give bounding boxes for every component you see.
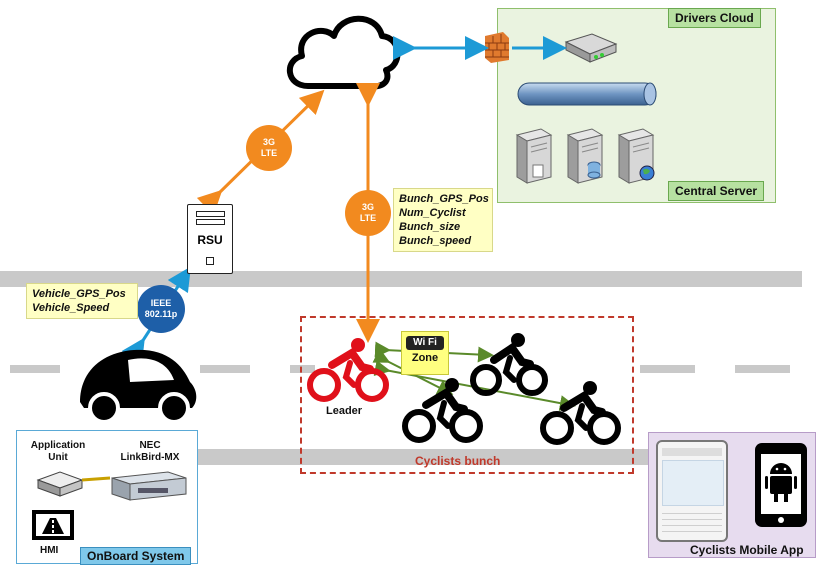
rsu-label: RSU <box>197 233 223 247</box>
cyclist-icon-1 <box>470 333 548 396</box>
car-icon <box>80 349 197 424</box>
nec-label: NEC LinkBird-MX <box>112 440 188 464</box>
lte-badge-top-line1: 3G <box>262 137 275 147</box>
cyclists-bunch-label: Cyclists bunch <box>415 454 501 468</box>
server-icon-2 <box>566 128 604 184</box>
central-server-label: Central Server <box>668 181 765 201</box>
onboard-system-footer: OnBoard System <box>80 547 192 565</box>
ieee-badge-line2: 802.11p <box>144 309 178 319</box>
onboard-system-panel <box>16 430 198 564</box>
cyclist-icon-2 <box>402 378 483 443</box>
cyclists-bunch-box <box>300 316 634 474</box>
internet-cloud-icon <box>286 15 401 90</box>
bunch-data-line-2: Num_Cyclist <box>399 207 466 219</box>
mobile-app-footer: Cyclists Mobile App <box>690 543 814 557</box>
bunch-data-line-1: Bunch_GPS_Pos <box>399 193 489 205</box>
application-unit-label: Application Unit <box>26 440 90 464</box>
leader-label: Leader <box>326 405 363 417</box>
router-icon <box>564 33 618 63</box>
bunch-data-line-3: Bunch_size <box>399 221 461 233</box>
rsu-slot-1 <box>196 211 225 217</box>
lte-badge-middle-line1: 3G <box>361 202 374 212</box>
ieee-badge-line1: IEEE <box>150 298 172 308</box>
vehicle-data-line-2: Vehicle_Speed <box>32 302 110 314</box>
server-icon-1 <box>515 128 553 184</box>
lte-badge-middle: 3G LTE <box>345 190 391 236</box>
bunch-data-note: Bunch_GPS_Pos Num_Cyclist Bunch_size Bun… <box>393 188 493 252</box>
bunch-data-line-4: Bunch_speed <box>399 235 472 247</box>
cyclist-icon-3 <box>540 381 621 445</box>
android-phone-icon <box>755 443 807 527</box>
nec-linkbird-icon <box>111 471 187 501</box>
application-unit-icon <box>36 471 84 497</box>
drivers-cloud-title: Drivers Cloud <box>668 8 761 28</box>
road-upper <box>0 271 802 287</box>
hmi-label: HMI <box>40 545 59 556</box>
leader-cyclist-icon <box>307 338 389 402</box>
phone-map <box>662 460 724 506</box>
vehicle-data-line-1: Vehicle_GPS_Pos <box>32 288 126 300</box>
phone-topbar <box>662 448 722 456</box>
vehicle-data-note: Vehicle_GPS_Pos Vehicle_Speed <box>26 283 138 319</box>
rsu-slot-2 <box>196 219 225 225</box>
server-icon-3 <box>617 128 655 184</box>
rsu-led <box>206 257 214 265</box>
hmi-monitor-icon <box>32 510 74 540</box>
network-bus-icon <box>517 82 657 106</box>
lte-badge-top-line2: LTE <box>260 148 278 158</box>
phone-stats <box>662 508 722 534</box>
link-line <box>82 476 111 482</box>
application-unit-line1: Application <box>30 440 86 451</box>
ieee-badge: IEEE 802.11p <box>137 285 185 333</box>
firewall-icon <box>485 32 509 63</box>
rsu-box: RSU <box>187 204 233 274</box>
road-lower <box>190 449 660 465</box>
wifi-zone-label: Zone <box>411 352 439 364</box>
wifi-zone-badge: Wi Fi Zone <box>401 331 449 375</box>
nec-line1: NEC <box>139 440 161 451</box>
phone-screenshot <box>656 440 728 542</box>
lte-badge-middle-line2: LTE <box>359 213 377 223</box>
application-unit-line2: Unit <box>48 452 68 463</box>
nec-line2: LinkBird-MX <box>120 452 180 463</box>
lte-badge-top: 3G LTE <box>246 125 292 171</box>
wifi-logo: Wi Fi <box>406 336 444 350</box>
